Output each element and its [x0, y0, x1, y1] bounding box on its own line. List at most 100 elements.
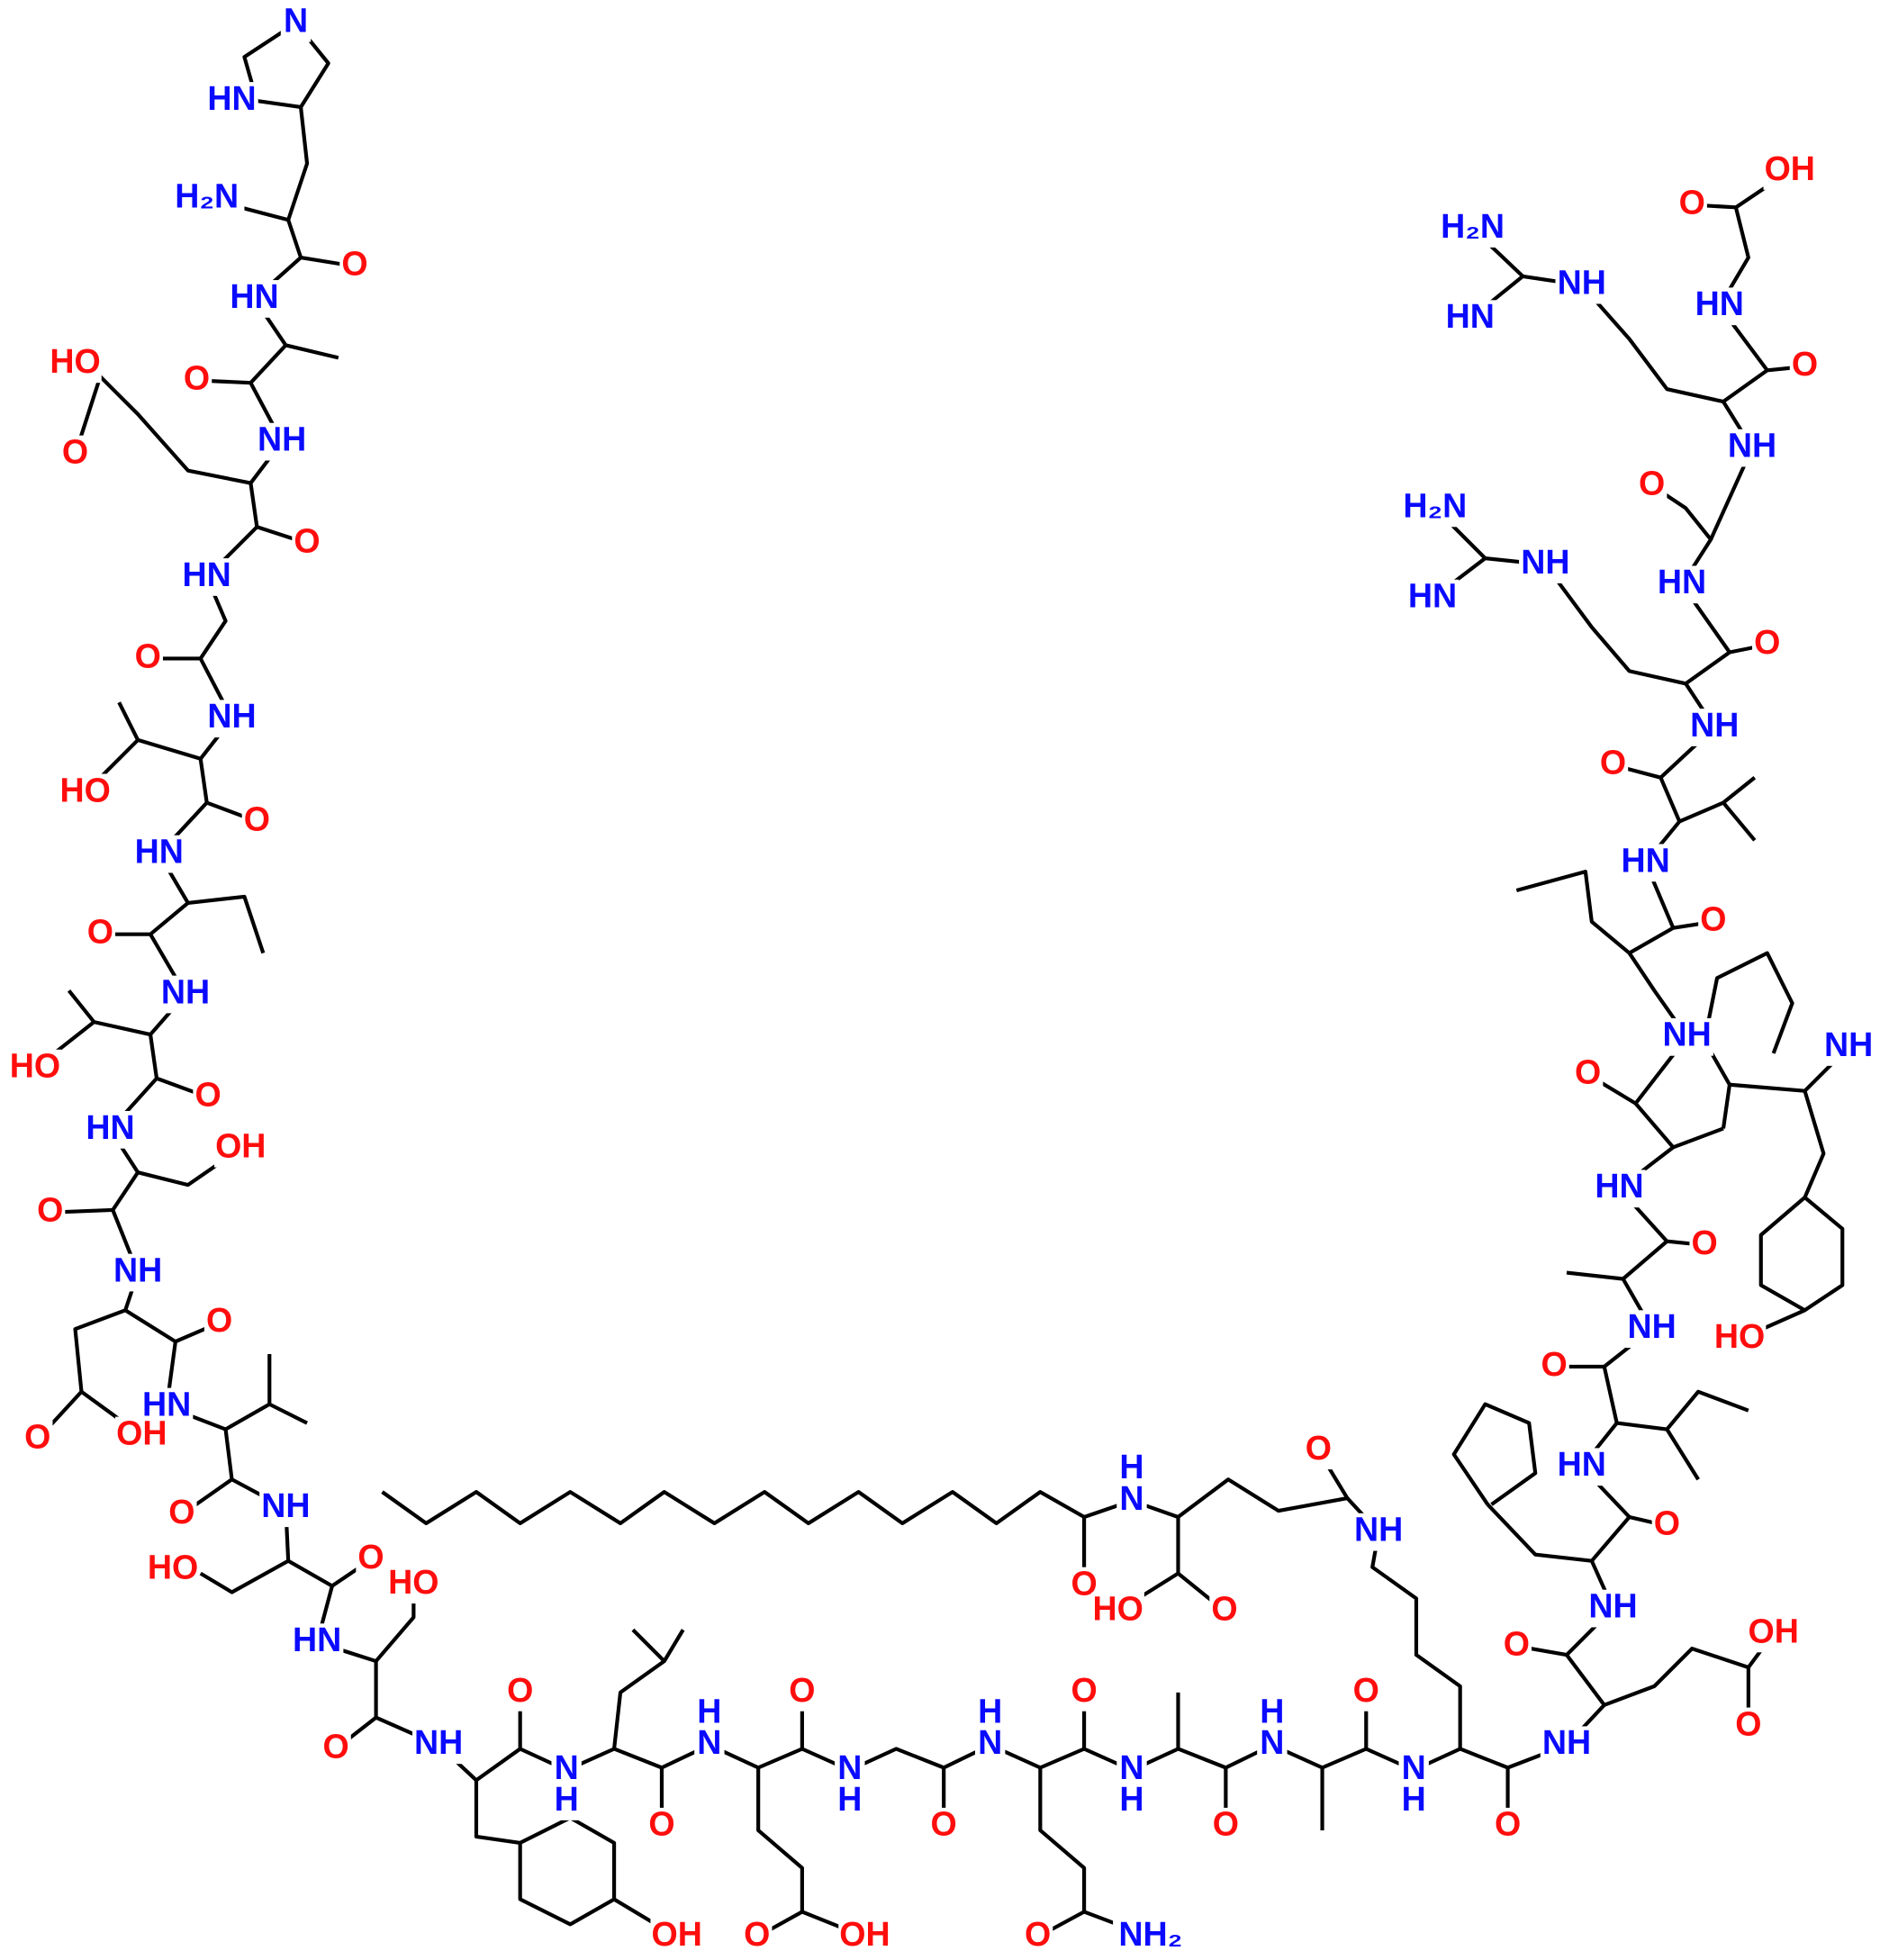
nitrogen-label: H [697, 1692, 721, 1730]
nitrogen-label: H [837, 1780, 862, 1818]
oxygen-label: OH [215, 1127, 266, 1165]
label-background [787, 1673, 818, 1712]
label-background [111, 1253, 165, 1292]
bond [1627, 952, 1689, 1105]
nitrogen-label: H [978, 1692, 1002, 1730]
nitrogen-label: N [1119, 1748, 1143, 1786]
bond [187, 894, 266, 954]
nitrogen-label: H₂N [1441, 207, 1505, 245]
nitrogen-label: NH [1628, 1307, 1677, 1345]
nitrogen-label: NH [414, 1723, 463, 1761]
label-background [1689, 1226, 1720, 1264]
nitrogen-label: HN [1446, 297, 1495, 335]
label-background [646, 1807, 677, 1846]
oxygen-label: OH [651, 1915, 701, 1953]
nitrogen-label: NH [1824, 1025, 1873, 1063]
oxygen-label: O [507, 1671, 533, 1709]
label-background [1519, 546, 1572, 583]
label-background [1555, 1448, 1608, 1486]
oxygen-label: O [1639, 464, 1665, 501]
oxygen-label: O [206, 1301, 232, 1339]
label-background [280, 4, 312, 42]
label-background [167, 1495, 197, 1534]
bond [36, 1209, 140, 1441]
nitrogen-label: NH [1588, 1587, 1637, 1625]
nitrogen-label: NH [1690, 706, 1739, 744]
nitrogen-label: HN [1658, 563, 1706, 601]
nitrogen-label: HN [1595, 1167, 1643, 1205]
oxygen-label: O [1541, 1345, 1567, 1383]
label-background [292, 524, 322, 563]
label-background [168, 179, 245, 218]
nitrogen-label: N [978, 1723, 1002, 1761]
label-background [1747, 1614, 1800, 1653]
label-background [1693, 287, 1747, 326]
bond [1692, 203, 1769, 372]
bond [1722, 801, 1757, 842]
nitrogen-label: HN [1695, 285, 1744, 322]
label-background [1713, 1320, 1767, 1359]
oxygen-label: O [1071, 1671, 1097, 1709]
label-background [1586, 1589, 1640, 1628]
label-background [1572, 1055, 1604, 1094]
bond [1586, 1072, 1675, 1149]
label-background [203, 1304, 235, 1342]
label-background [321, 1730, 351, 1768]
label-background [1540, 1726, 1594, 1765]
nitrogen-label: HN [207, 79, 256, 117]
bond [242, 21, 330, 110]
oxygen-label: HO [50, 342, 100, 380]
oxygen-label: O [87, 913, 113, 951]
oxygen-label: O [135, 637, 161, 674]
label-background [650, 1918, 703, 1956]
label-background [1677, 185, 1707, 224]
nitrogen-label: H₂N [1403, 486, 1467, 524]
label-background [694, 1726, 725, 1765]
nitrogen-label: NH [161, 972, 210, 1010]
nitrogen-label: NH [258, 420, 306, 458]
label-background [1397, 489, 1473, 528]
label-background [228, 280, 281, 318]
bond [1758, 1090, 1845, 1313]
oxygen-label: O [357, 1538, 384, 1576]
nitrogen-label: NH [1521, 543, 1569, 581]
nitrogen-label: NH [207, 697, 256, 735]
nitrogen-label: N [1119, 1479, 1143, 1517]
label-background [158, 975, 212, 1014]
label-background [132, 835, 186, 873]
bond [474, 1780, 520, 1845]
oxygen-label: O [244, 799, 270, 837]
bond [252, 256, 339, 360]
label-background [1492, 1807, 1523, 1846]
atom-labels: NHNH₂NHNNHHNNHHNNHHNNHHNNHHNNHNHHNNHHNNH… [8, 2, 1875, 1956]
oxygen-label: HO [1714, 1317, 1765, 1355]
label-background [339, 247, 370, 285]
bond [1565, 1632, 1776, 1747]
nitrogen-label: H [1260, 1692, 1284, 1730]
label-background [1257, 1726, 1288, 1765]
label-background [1636, 466, 1668, 505]
label-background [1555, 266, 1608, 304]
nitrogen-label: N [555, 1748, 579, 1786]
label-background [193, 1078, 223, 1116]
nitrogen-label: HN [86, 1108, 134, 1146]
label-background [1593, 1170, 1646, 1208]
oxygen-label: O [62, 432, 88, 470]
label-background [1725, 429, 1779, 467]
bond [1365, 1747, 1510, 1827]
label-background [551, 1783, 582, 1820]
nitrogen-label: N [837, 1748, 862, 1786]
oxygen-label: O [341, 245, 367, 283]
label-background [742, 1918, 773, 1956]
nitrogen-label: HN [135, 833, 184, 871]
nitrogen-label: HN [230, 277, 278, 315]
bond [206, 106, 310, 222]
label-background [255, 422, 309, 461]
label-background [1655, 565, 1709, 604]
oxygen-label: O [1353, 1671, 1379, 1709]
nitrogen-label: NH [1728, 427, 1776, 465]
label-background [259, 1489, 312, 1528]
label-background [1688, 709, 1741, 746]
label-background [132, 639, 163, 678]
